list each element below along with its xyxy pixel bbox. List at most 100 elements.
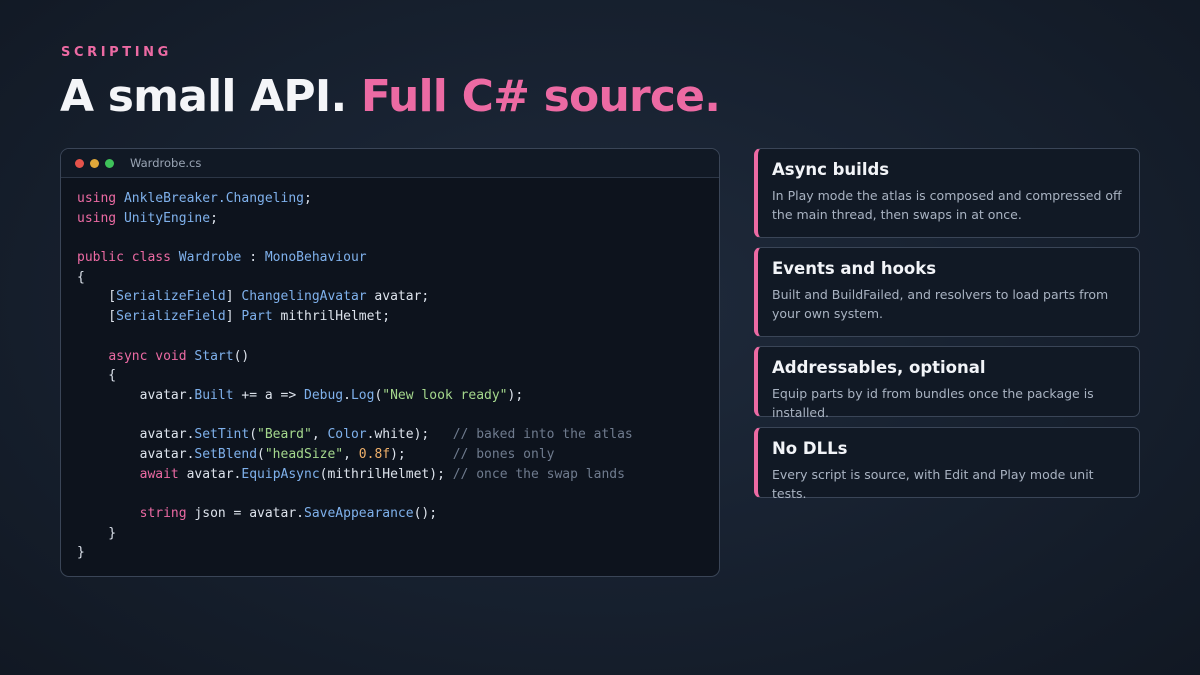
code-line	[77, 327, 633, 347]
code-token: .white);	[366, 427, 453, 443]
code-token: ;	[303, 191, 312, 206]
code-token: }	[77, 545, 85, 561]
minimize-dot-icon	[90, 158, 99, 168]
code-token: avatar.	[77, 446, 195, 462]
code-token: avatar.	[178, 466, 242, 482]
title-accent: Full C# source.	[360, 71, 721, 122]
code-token: ();	[413, 506, 438, 521]
code-line: {	[77, 366, 633, 386]
code-token	[77, 506, 140, 521]
feature-body: Every script is source, with Edit and Pl…	[772, 467, 1094, 501]
code-token: += a =>	[233, 387, 304, 403]
code-token: "Beard"	[257, 427, 312, 443]
code-token	[116, 211, 124, 226]
code-token: avatar.	[77, 427, 195, 443]
code-token	[116, 191, 124, 206]
code-token: AnkleBreaker.Changeling	[123, 191, 304, 206]
title-plain: A small API.	[60, 71, 347, 122]
code-line: }	[77, 543, 633, 563]
code-token: (	[257, 446, 265, 462]
code-line: async void Start()	[77, 347, 633, 367]
code-token: Wardrobe	[178, 250, 242, 266]
code-line: await avatar.EquipAsync(mithrilHelmet); …	[77, 465, 633, 485]
code-token: UnityEngine	[123, 210, 211, 226]
code-token: ,	[311, 427, 328, 443]
feature-title: Async builds	[772, 160, 890, 179]
code-token: mithrilHelmet;	[272, 309, 391, 325]
code-token: EquipAsync	[241, 466, 320, 482]
code-window: Wardrobe.cs using AnkleBreaker.Changelin…	[60, 148, 720, 577]
code-token: ]	[225, 289, 242, 305]
code-line: avatar.Built += a => Debug.Log("New look…	[77, 386, 633, 406]
feature-body: In Play mode the atlas is composed and c…	[772, 188, 1122, 222]
code-token: using	[77, 191, 117, 206]
code-token: json = avatar.	[186, 506, 304, 521]
code-token: ()	[233, 348, 250, 364]
code-token: ;	[210, 210, 218, 226]
code-line: avatar.SetTint("Beard", Color.white); //…	[77, 425, 633, 445]
feature-title: Addressables, optional	[772, 358, 986, 377]
section-eyebrow: SCRIPTING	[61, 45, 172, 60]
code-token: ,	[343, 446, 359, 462]
feature-card-events-hooks: Events and hooks Built and BuildFailed, …	[754, 247, 1140, 337]
code-token: await	[139, 466, 179, 482]
code-token: string	[139, 506, 187, 521]
feature-card-no-dlls: No DLLs Every script is source, with Edi…	[754, 427, 1140, 501]
code-line: using UnityEngine;	[77, 209, 633, 229]
code-line: [SerializeField] ChangelingAvatar avatar…	[77, 287, 633, 307]
code-token	[171, 250, 179, 265]
feature-card-addressables: Addressables, optional Equip parts by id…	[754, 346, 1140, 420]
feature-card-async-builds: Async builds In Play mode the atlas is c…	[754, 148, 1140, 238]
code-token	[77, 349, 108, 364]
code-token	[77, 467, 140, 482]
code-line: [SerializeField] Part mithrilHelmet;	[77, 307, 633, 327]
code-line	[77, 484, 633, 504]
code-token: Debug	[304, 387, 344, 403]
feature-title: Events and hooks	[772, 259, 937, 278]
code-token: Log	[350, 387, 375, 403]
code-line: avatar.SetBlend("headSize", 0.8f); // bo…	[77, 445, 633, 465]
code-block: using AnkleBreaker.Changeling;using Unit…	[77, 189, 633, 563]
code-token: SerializeField	[116, 289, 226, 305]
code-token: "headSize"	[264, 446, 344, 462]
code-token: Color	[327, 427, 367, 443]
code-token: .	[343, 387, 351, 403]
code-token: );	[507, 387, 524, 403]
page-title: A small API. Full C# source.	[60, 69, 721, 125]
code-token: // once the swap lands	[452, 466, 625, 482]
code-token: SetTint	[194, 427, 250, 443]
close-dot-icon	[75, 158, 84, 168]
code-line	[77, 406, 633, 426]
code-token: (	[249, 427, 258, 443]
code-token: MonoBehaviour	[264, 250, 367, 266]
code-token: }	[77, 525, 117, 541]
feature-body: Built and BuildFailed, and resolvers to …	[772, 287, 1109, 321]
code-token: async void	[108, 348, 187, 364]
code-line: {	[77, 268, 633, 288]
code-token: Built	[194, 387, 234, 403]
code-token: // bones only	[452, 446, 555, 462]
feature-body: Equip parts by id from bundles once the …	[772, 386, 1094, 420]
code-line	[77, 228, 633, 248]
code-token: ]	[225, 309, 242, 325]
code-token: SerializeField	[116, 309, 226, 325]
feature-title: No DLLs	[772, 439, 848, 458]
code-token: Part	[241, 309, 273, 325]
code-token: );	[390, 446, 453, 462]
code-token: avatar;	[366, 289, 430, 305]
code-line: }	[77, 524, 633, 544]
code-token: SetBlend	[194, 446, 258, 462]
code-line: string json = avatar.SaveAppearance();	[77, 504, 633, 524]
code-token: "New look ready"	[382, 387, 508, 403]
code-line: using AnkleBreaker.Changeling;	[77, 189, 633, 209]
code-token: 0.8f	[358, 446, 391, 462]
maximize-dot-icon	[105, 158, 114, 168]
code-token: Start	[194, 348, 234, 364]
code-token: :	[241, 250, 265, 266]
code-token: [	[77, 309, 117, 325]
code-token: ChangelingAvatar	[241, 289, 367, 305]
code-token: {	[77, 269, 85, 285]
code-token: // baked into the atlas	[452, 427, 633, 443]
code-token: using	[77, 210, 117, 226]
code-token: public class	[77, 250, 171, 266]
